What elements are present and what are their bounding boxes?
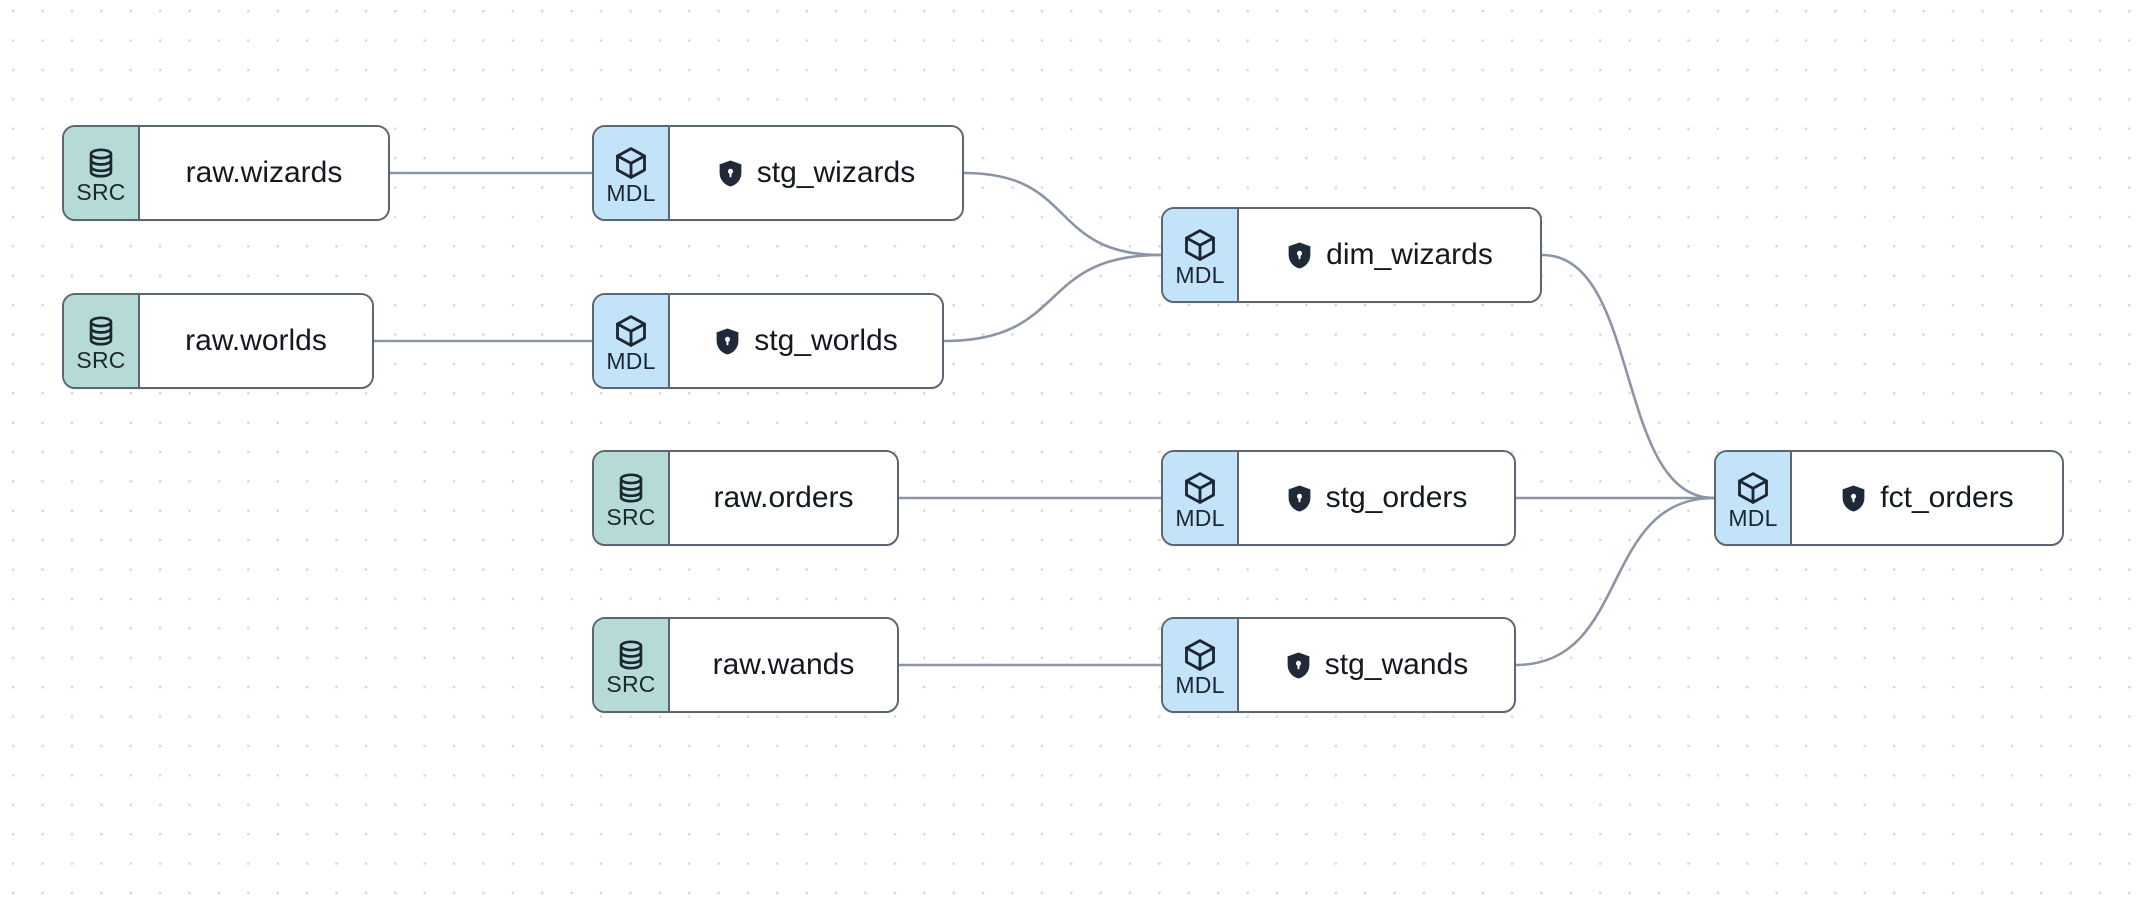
node-label: raw.wizards xyxy=(185,156,343,190)
graph-node-raw_worlds[interactable]: SRC raw.worlds xyxy=(62,293,374,389)
database-cylinder-icon xyxy=(84,146,118,180)
node-kind-badge: SRC xyxy=(64,295,140,387)
node-body: raw.worlds xyxy=(140,295,372,387)
node-body: stg_wands xyxy=(1239,619,1514,711)
node-kind-badge: SRC xyxy=(594,452,670,544)
shield-lock-icon xyxy=(1285,651,1312,680)
graph-node-raw_wizards[interactable]: SRC raw.wizards xyxy=(62,125,390,221)
node-kind-badge: MDL xyxy=(1163,452,1239,544)
shield-lock-icon xyxy=(714,327,741,356)
node-body: stg_worlds xyxy=(670,295,942,387)
graph-node-stg_orders[interactable]: MDL stg_orders xyxy=(1161,450,1516,546)
node-kind-label: SRC xyxy=(76,347,126,373)
node-kind-label: MDL xyxy=(1728,505,1778,531)
node-kind-label: SRC xyxy=(606,671,656,697)
graph-node-raw_orders[interactable]: SRC raw.orders xyxy=(592,450,899,546)
cube-icon xyxy=(1182,470,1218,506)
graph-node-stg_worlds[interactable]: MDL stg_worlds xyxy=(592,293,944,389)
node-kind-badge: SRC xyxy=(594,619,670,711)
graph-node-stg_wands[interactable]: MDL stg_wands xyxy=(1161,617,1516,713)
node-body: dim_wizards xyxy=(1239,209,1540,301)
node-label: stg_wands xyxy=(1324,648,1469,682)
shield-lock-icon xyxy=(717,159,744,188)
node-kind-badge: MDL xyxy=(1716,452,1792,544)
database-cylinder-icon xyxy=(614,638,648,672)
node-label: stg_worlds xyxy=(754,324,898,358)
node-label: stg_wizards xyxy=(756,156,916,190)
graph-node-fct_orders[interactable]: MDL fct_orders xyxy=(1714,450,2064,546)
node-body: raw.wands xyxy=(670,619,897,711)
node-kind-badge: SRC xyxy=(64,127,140,219)
node-kind-label: SRC xyxy=(76,179,126,205)
graph-node-stg_wizards[interactable]: MDL stg_wizards xyxy=(592,125,964,221)
node-label: raw.worlds xyxy=(185,324,327,358)
graph-node-dim_wizards[interactable]: MDL dim_wizards xyxy=(1161,207,1542,303)
node-kind-label: MDL xyxy=(606,348,656,374)
node-kind-badge: MDL xyxy=(594,295,670,387)
node-body: fct_orders xyxy=(1792,452,2062,544)
node-body: raw.orders xyxy=(670,452,897,544)
cube-icon xyxy=(1182,637,1218,673)
node-label: stg_orders xyxy=(1325,481,1468,515)
node-kind-label: MDL xyxy=(1175,672,1225,698)
node-label: dim_wizards xyxy=(1326,238,1493,272)
node-body: stg_orders xyxy=(1239,452,1514,544)
cube-icon xyxy=(1735,470,1771,506)
node-body: stg_wizards xyxy=(670,127,962,219)
node-kind-badge: MDL xyxy=(1163,619,1239,711)
database-cylinder-icon xyxy=(614,471,648,505)
graph-node-raw_wands[interactable]: SRC raw.wands xyxy=(592,617,899,713)
node-label: fct_orders xyxy=(1880,481,2014,515)
node-body: raw.wizards xyxy=(140,127,388,219)
node-label: raw.orders xyxy=(713,481,854,515)
shield-lock-icon xyxy=(1286,484,1313,513)
node-kind-label: MDL xyxy=(606,180,656,206)
database-cylinder-icon xyxy=(84,314,118,348)
node-kind-badge: MDL xyxy=(594,127,670,219)
node-kind-badge: MDL xyxy=(1163,209,1239,301)
node-label: raw.wands xyxy=(712,648,855,682)
node-kind-label: SRC xyxy=(606,504,656,530)
shield-lock-icon xyxy=(1286,241,1313,270)
shield-lock-icon xyxy=(1840,484,1867,513)
cube-icon xyxy=(1182,227,1218,263)
node-kind-label: MDL xyxy=(1175,505,1225,531)
cube-icon xyxy=(613,145,649,181)
cube-icon xyxy=(613,313,649,349)
node-kind-label: MDL xyxy=(1175,262,1225,288)
